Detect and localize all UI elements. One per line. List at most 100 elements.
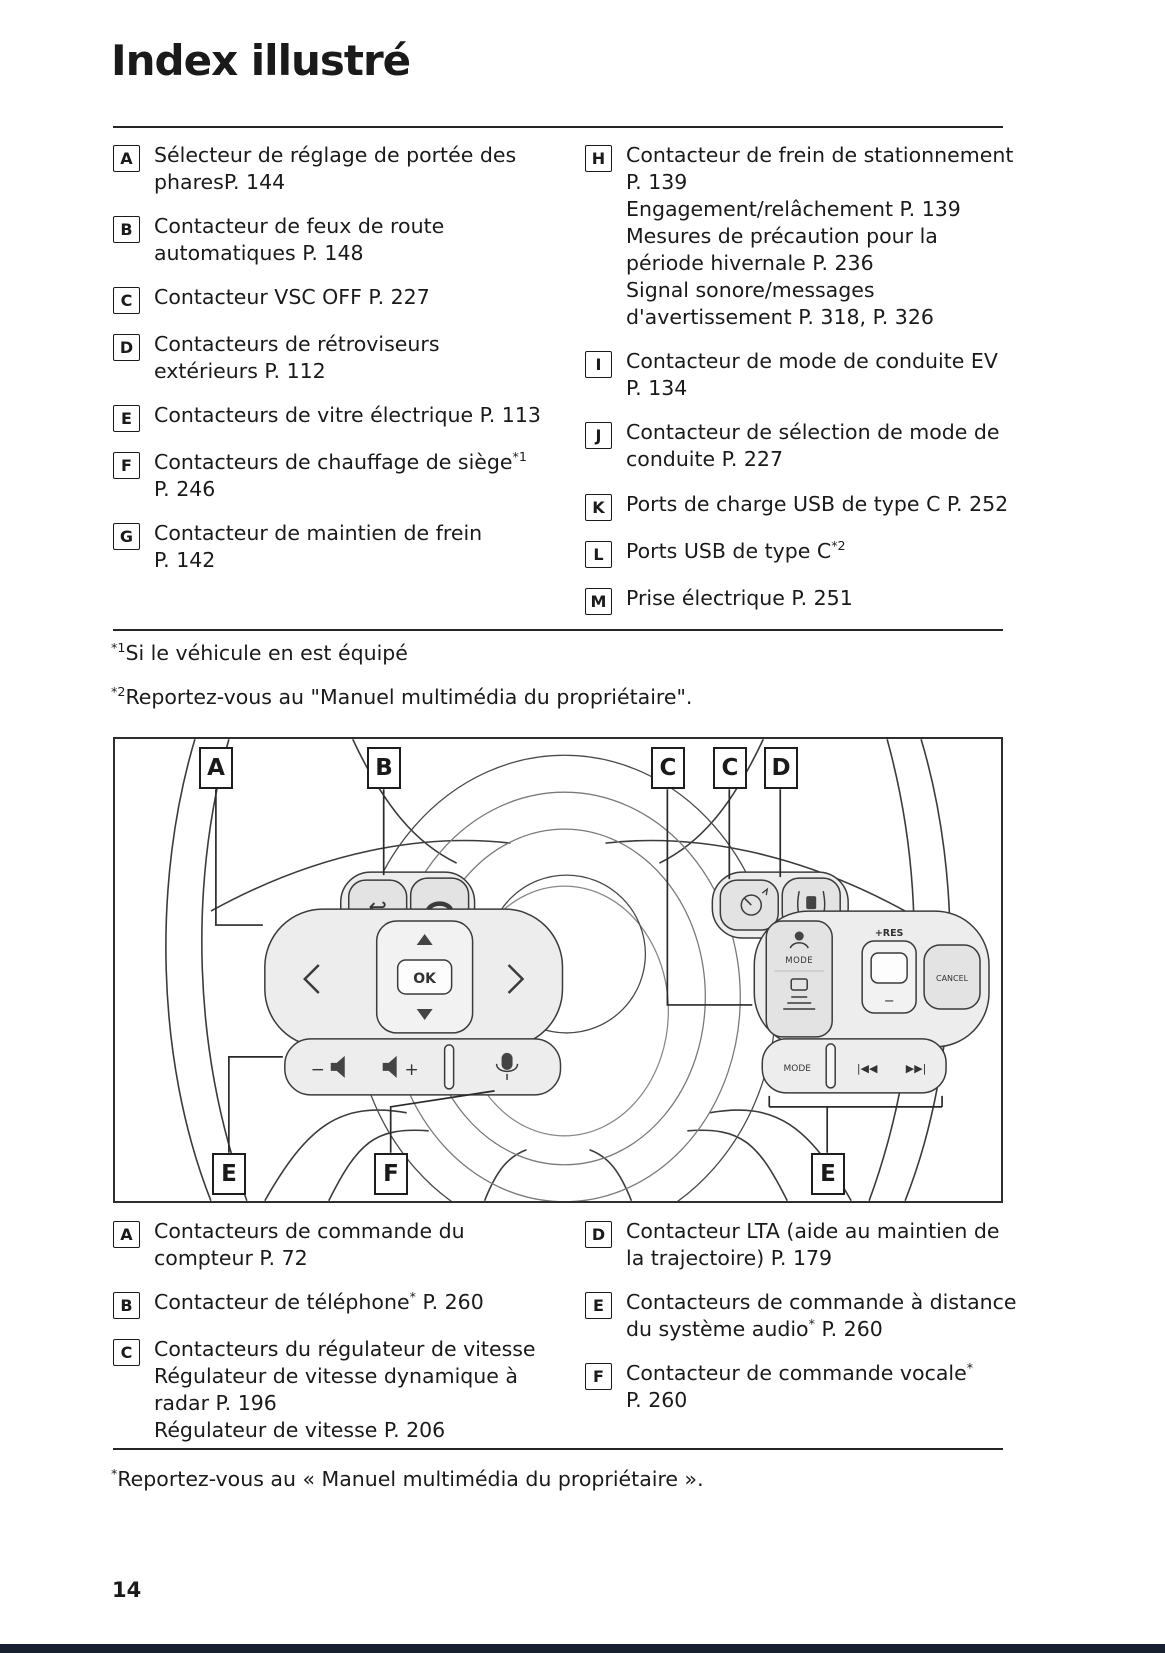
index-item: E Contacteurs de vitre électrique P. 113 xyxy=(113,402,568,433)
footnote-2: *2Reportez-vous au "Manuel multimédia du… xyxy=(111,684,692,709)
left-button-cluster: ↩ OK − + xyxy=(264,871,564,1096)
vehicle-distance-icon xyxy=(783,978,816,1010)
item-letter-badge: M xyxy=(585,587,612,615)
item-text: Contacteur VSC OFF P. 227 xyxy=(154,285,430,310)
steering-wheel-diagram: ↩ OK − + xyxy=(113,737,1003,1203)
index-item: C Contacteur VSC OFF P. 227 xyxy=(113,284,568,315)
cruise-icon xyxy=(740,887,769,916)
item-letter-badge: B xyxy=(113,1292,140,1320)
index-item: K Ports de charge USB de type C P. 252 xyxy=(585,491,1020,521)
cruise-button xyxy=(719,879,780,931)
right-button-cluster: MODE +RES − CANCEL MODE |◀◀ ▶▶| xyxy=(711,871,990,1094)
steering-wheel-illustration: ↩ OK − + xyxy=(165,739,990,1201)
callout-label-e2: E xyxy=(811,1153,845,1195)
item-text: Ports USB de type C*2 xyxy=(626,537,846,563)
next-track-icon: ▶▶| xyxy=(906,1062,927,1075)
item-letter-badge: D xyxy=(585,1221,612,1248)
item-letter-badge: J xyxy=(585,422,612,450)
page-footer-bar xyxy=(0,1644,1165,1653)
volume-down-icon xyxy=(330,1055,345,1078)
footnote-text: Si le véhicule en est équipé xyxy=(125,640,408,665)
volume-minus-label: − xyxy=(311,1060,325,1080)
footnote-marker: *1 xyxy=(111,640,126,655)
item-text: Contacteur de commande vocale*P. 260 xyxy=(626,1360,974,1413)
index-item: B Contacteur de téléphone* P. 260 xyxy=(113,1289,568,1320)
voice-icon xyxy=(495,1052,519,1080)
arrow-up-icon xyxy=(416,934,433,946)
arrow-down-icon xyxy=(416,1008,433,1020)
item-letter-badge: C xyxy=(113,287,140,315)
arrow-right-icon xyxy=(507,964,525,994)
callout-label-e1: E xyxy=(212,1153,246,1195)
item-letter-badge: K xyxy=(585,493,612,521)
item-text: Prise électrique P. 251 xyxy=(626,585,853,610)
footnote-text: Reportez-vous au « Manuel multimédia du … xyxy=(117,1466,704,1491)
cancel-label: CANCEL xyxy=(936,974,969,983)
callout-label-d: D xyxy=(764,747,798,789)
item-letter-badge: H xyxy=(585,145,612,172)
page-title: Index illustré xyxy=(111,36,411,85)
footnote-1: *1Si le véhicule en est équipé xyxy=(111,640,408,665)
item-letter-badge: E xyxy=(585,1292,612,1320)
speed-minus-label: − xyxy=(884,994,895,1009)
media-mode-label: MODE xyxy=(784,1064,812,1074)
item-letter-badge: D xyxy=(113,334,140,362)
footnote-text: Reportez-vous au "Manuel multimédia du p… xyxy=(125,684,693,709)
item-letter-badge: F xyxy=(113,452,140,480)
footnote-bottom: *Reportez-vous au « Manuel multimédia du… xyxy=(111,1466,704,1491)
divider-middle xyxy=(113,629,1003,631)
item-text: Contacteur de téléphone* P. 260 xyxy=(154,1289,484,1315)
item-letter-badge: A xyxy=(113,145,140,172)
item-letter-badge: C xyxy=(113,1339,140,1367)
index-item: F Contacteur de commande vocale*P. 260 xyxy=(585,1360,1020,1414)
page-number: 14 xyxy=(112,1578,142,1602)
volume-up-icon xyxy=(382,1055,397,1078)
item-text: Ports de charge USB de type C P. 252 xyxy=(626,491,1009,516)
item-letter-badge: E xyxy=(113,405,140,433)
item-letter-badge: I xyxy=(585,351,612,379)
cancel-button xyxy=(923,944,981,1010)
res-label: +RES xyxy=(875,928,904,939)
item-text: Contacteurs de vitre électrique P. 113 xyxy=(154,403,541,428)
item-letter-badge: A xyxy=(113,1221,140,1248)
item-letter-badge: B xyxy=(113,216,140,244)
ok-button xyxy=(396,959,453,995)
button-divider xyxy=(443,1044,455,1090)
set-button xyxy=(870,952,908,984)
item-letter-badge: G xyxy=(113,523,140,551)
callout-label-a: A xyxy=(199,747,233,789)
arrow-left-icon xyxy=(303,964,320,994)
item-letter-badge: F xyxy=(585,1363,612,1391)
callout-label-c1: C xyxy=(651,747,685,789)
footnote-marker: *2 xyxy=(111,684,126,699)
callout-label-f: F xyxy=(374,1153,408,1195)
footnote-marker: * xyxy=(111,1466,118,1481)
